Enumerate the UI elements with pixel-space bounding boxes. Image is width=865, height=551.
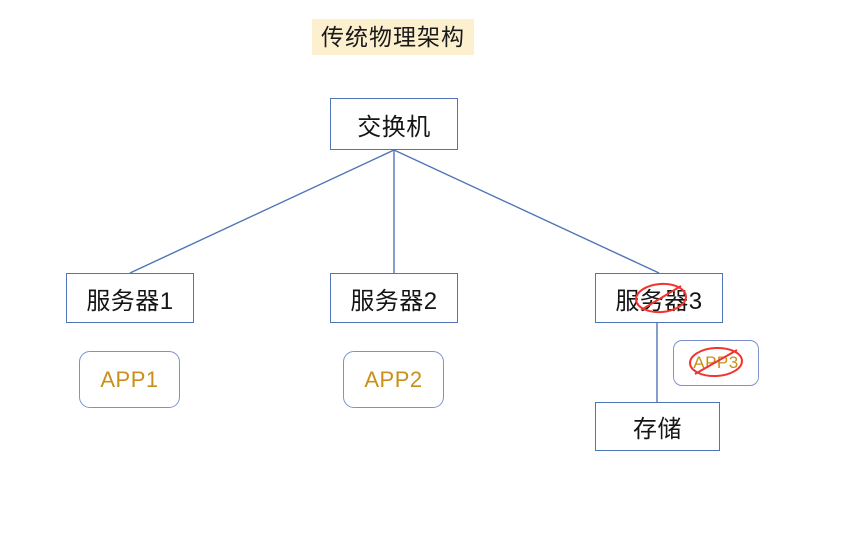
- node-server3-label: 服务器3: [615, 287, 703, 315]
- page-title: 传统物理架构: [312, 19, 474, 55]
- node-app2-label: APP2: [364, 366, 423, 392]
- node-server1-label: 服务器1: [86, 287, 174, 315]
- node-switch[interactable]: 交换机: [330, 98, 458, 150]
- edge-switch-server3: [393, 149, 660, 274]
- node-server2[interactable]: 服务器2: [330, 273, 458, 323]
- node-app1[interactable]: APP1: [79, 351, 180, 408]
- node-app3[interactable]: APP3: [673, 340, 759, 386]
- edge-switch-server1: [129, 149, 395, 274]
- node-storage[interactable]: 存储: [595, 402, 720, 451]
- node-switch-label: 交换机: [357, 113, 431, 141]
- node-app3-label: APP3: [693, 353, 739, 372]
- node-server3[interactable]: 服务器3: [595, 273, 723, 323]
- node-app2[interactable]: APP2: [343, 351, 444, 408]
- node-server2-label: 服务器2: [350, 287, 438, 315]
- node-app1-label: APP1: [100, 366, 159, 392]
- node-server1[interactable]: 服务器1: [66, 273, 194, 323]
- node-storage-label: 存储: [633, 416, 682, 443]
